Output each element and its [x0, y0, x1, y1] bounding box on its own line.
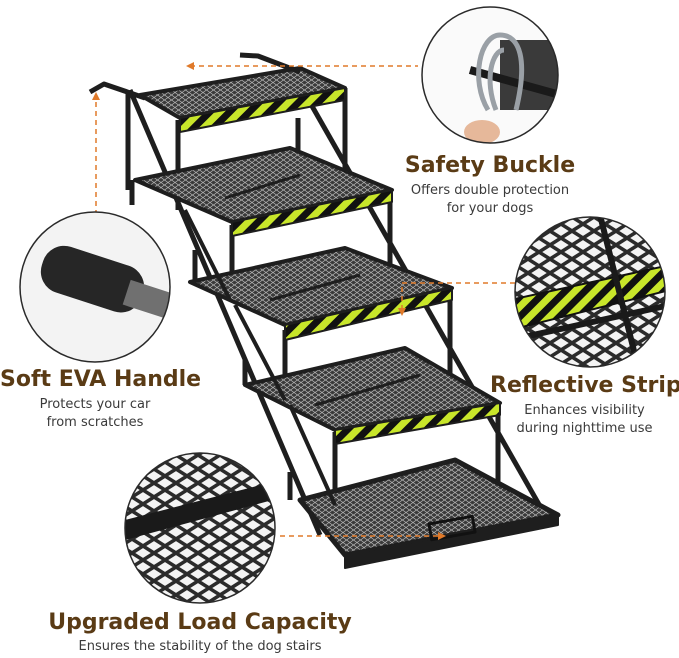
- feature-description: Protects your car from scratches: [39, 397, 151, 430]
- dog-stairs: [88, 52, 561, 569]
- leader-lines: [95, 65, 515, 537]
- feature-description: Enhances visibility during nighttime use: [516, 403, 653, 436]
- detail-circle-buckle: [421, 6, 559, 144]
- feature-reflective-strips: Reflective Strips Enhances visibility du…: [490, 373, 679, 438]
- carabiner-icon: [476, 32, 525, 112]
- detail-circle-handle: [19, 211, 171, 363]
- step-1: [88, 52, 348, 210]
- feature-description: Ensures the stability of the dog stairs: [78, 639, 322, 654]
- step-4: [242, 346, 502, 510]
- feature-title: Safety Buckle: [404, 153, 576, 178]
- feature-description: Offers double protection for your dogs: [410, 183, 570, 216]
- feature-title: Upgraded Load Capacity: [48, 610, 352, 635]
- feature-safety-buckle: Safety Buckle Offers double protection f…: [395, 153, 585, 218]
- feature-eva-handle: Soft EVA Handle Protects your car from s…: [0, 367, 202, 432]
- leader-strip: [401, 282, 515, 310]
- feature-load-capacity: Upgraded Load Capacity Ensures the stabi…: [30, 610, 370, 656]
- feature-title: Soft EVA Handle: [0, 367, 202, 392]
- feature-title: Reflective Strips: [490, 373, 679, 398]
- detail-circle-mesh: [124, 452, 276, 604]
- detail-circle-strip: [514, 216, 666, 368]
- leader-arrows: [92, 62, 446, 540]
- step-5: [287, 457, 561, 569]
- foam-handle-icon: [40, 245, 170, 327]
